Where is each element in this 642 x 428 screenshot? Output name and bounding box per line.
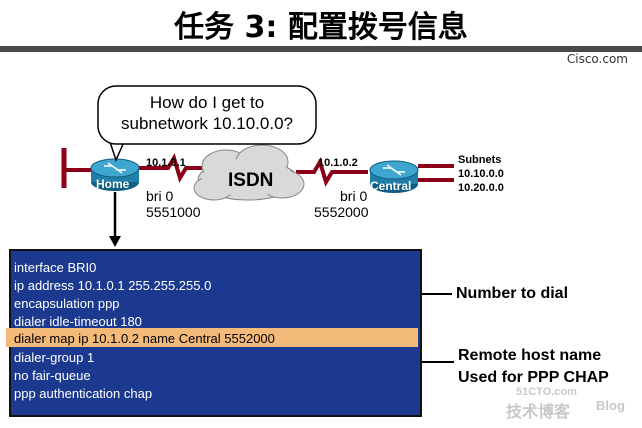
home-ip-label: 10.1.0.1 bbox=[146, 157, 186, 169]
annotation-remote-host: Remote host name bbox=[458, 347, 602, 364]
annotation-used-for-chap: Used for PPP CHAP bbox=[458, 369, 609, 386]
central-isdn-link bbox=[296, 157, 368, 187]
watermark-blog-cn: 技术博客 bbox=[506, 404, 571, 421]
config-line: encapsulation ppp bbox=[14, 296, 120, 311]
home-bri-label: bri 0 bbox=[146, 188, 174, 204]
config-line: interface BRI0 bbox=[14, 260, 97, 275]
watermark-blog-en: Blog bbox=[596, 398, 625, 413]
home-isdn-link bbox=[138, 153, 206, 183]
slide-title: 任务 3: 配置拨号信息 bbox=[174, 10, 468, 45]
home-router-icon bbox=[90, 158, 140, 191]
central-bri-label: bri 0 bbox=[340, 188, 368, 204]
central-router-icon bbox=[369, 160, 419, 193]
arrow-head-down bbox=[109, 236, 121, 247]
cisco-logo-text: Cisco.com bbox=[566, 52, 628, 66]
config-line: ppp authentication chap bbox=[14, 386, 153, 401]
isdn-cloud bbox=[193, 144, 305, 201]
subnet-item: 10.20.0.0 bbox=[458, 182, 504, 194]
central-ip-label: 10.1.0.2 bbox=[318, 157, 358, 169]
isdn-cloud-label: ISDN bbox=[228, 170, 274, 191]
bubble-question: How do I get to subnetwork 10.10.0.0? bbox=[106, 92, 308, 134]
annotation-number-to-dial: Number to dial bbox=[456, 285, 569, 302]
home-router-label: Home bbox=[96, 177, 130, 191]
config-line: dialer idle-timeout 180 bbox=[14, 314, 142, 329]
bubble-line-1: How do I get to bbox=[149, 93, 265, 112]
bubble-line-2: subnetwork 10.10.0.0? bbox=[120, 114, 293, 133]
central-router-label: Central bbox=[370, 179, 412, 193]
central-number-label: 5552000 bbox=[314, 204, 369, 220]
config-line: ip address 10.1.0.1 255.255.255.0 bbox=[14, 278, 212, 293]
config-line: dialer-group 1 bbox=[14, 350, 95, 365]
home-number-label: 5551000 bbox=[146, 204, 201, 220]
subnet-item: 10.10.0.0 bbox=[458, 168, 504, 180]
subnets-heading: Subnets bbox=[458, 154, 502, 166]
config-line: no fair-queue bbox=[14, 368, 91, 383]
config-line-highlighted: dialer map ip 10.1.0.2 name Central 5552… bbox=[14, 331, 275, 346]
config-highlight bbox=[6, 328, 418, 347]
speech-bubble bbox=[97, 85, 317, 163]
watermark-site: 51CTO.com bbox=[516, 386, 577, 398]
title-divider bbox=[0, 46, 642, 52]
